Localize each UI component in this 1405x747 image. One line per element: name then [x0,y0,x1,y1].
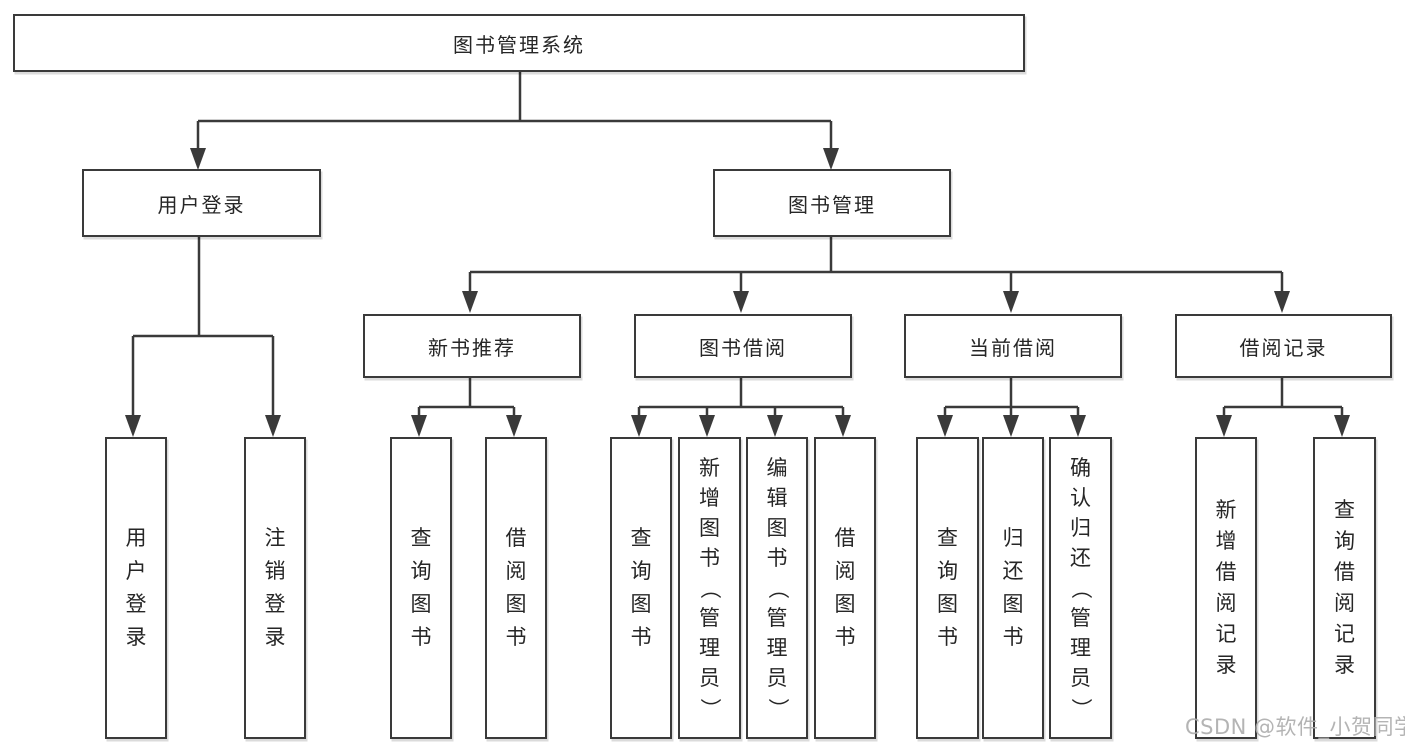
leaf-query-books-recommend: 查询图书 [390,437,452,739]
leaf-borrow-books: 借阅图书 [814,437,876,739]
node-borrow-records-label: 借阅记录 [1239,335,1328,360]
node-current-borrowing: 当前借阅 [904,314,1122,378]
leaf-return-books: 归还图书 [982,437,1044,739]
leaf-add-book-admin-label: 新增图书（管理员） [698,455,722,719]
leaf-query-books-current-label: 查询图书 [937,526,958,649]
node-new-book-recommend: 新书推荐 [363,314,581,378]
leaf-query-books-recommend-label: 查询图书 [410,526,432,649]
arrowheads [125,148,1350,437]
leaf-borrow-books-label: 借阅图书 [834,526,856,649]
leaf-user-login: 用户登录 [105,437,167,739]
node-system-root-label: 图书管理系统 [453,32,585,57]
connector-borrow-records [1222,374,1344,416]
leaf-add-book-admin: 新增图书（管理员） [678,437,741,739]
connector-book-management [468,233,1284,292]
node-book-management-label: 图书管理 [788,192,876,217]
leaf-confirm-return-admin: 确认归还（管理员） [1049,437,1112,739]
leaf-query-books-current: 查询图书 [916,437,979,739]
node-user-login: 用户登录 [82,169,321,237]
connector-user-login [131,233,275,416]
leaf-edit-book-admin: 编辑图书（管理员） [746,437,808,739]
leaf-confirm-return-admin-label: 确认归还（管理员） [1069,455,1093,719]
connector-root [196,68,833,149]
node-system-root: 图书管理系统 [13,14,1025,72]
leaf-add-borrow-record-label: 新增借阅记录 [1215,498,1237,677]
connector-book-borrow [637,374,845,416]
node-book-management: 图书管理 [713,169,951,237]
connector-new-book [417,374,516,416]
leaf-query-books-borrow-label: 查询图书 [630,526,652,649]
leaf-return-books-label: 归还图书 [1002,526,1024,649]
leaf-query-books-borrow: 查询图书 [610,437,672,739]
leaf-query-borrow-record-label: 查询借阅记录 [1334,498,1355,677]
node-user-login-label: 用户登录 [157,192,246,217]
leaf-user-login-label: 用户登录 [125,526,147,649]
node-current-borrowing-label: 当前借阅 [969,335,1057,360]
connector-current-borrow [943,374,1080,416]
leaf-logout: 注销登录 [244,437,306,739]
watermark-text: CSDN @软件_小贺同学 [1185,715,1405,739]
node-borrow-records: 借阅记录 [1175,314,1392,378]
leaf-edit-book-admin-label: 编辑图书（管理员） [765,455,790,719]
node-book-borrowing-label: 图书借阅 [699,335,787,360]
leaf-borrow-books-recommend: 借阅图书 [485,437,547,739]
node-book-borrowing: 图书借阅 [634,314,852,378]
leaf-add-borrow-record: 新增借阅记录 [1195,437,1257,739]
node-new-book-recommend-label: 新书推荐 [428,335,516,360]
leaf-borrow-books-recommend-label: 借阅图书 [505,526,527,649]
leaf-query-borrow-record: 查询借阅记录 [1313,437,1376,739]
leaf-logout-label: 注销登录 [264,526,286,649]
